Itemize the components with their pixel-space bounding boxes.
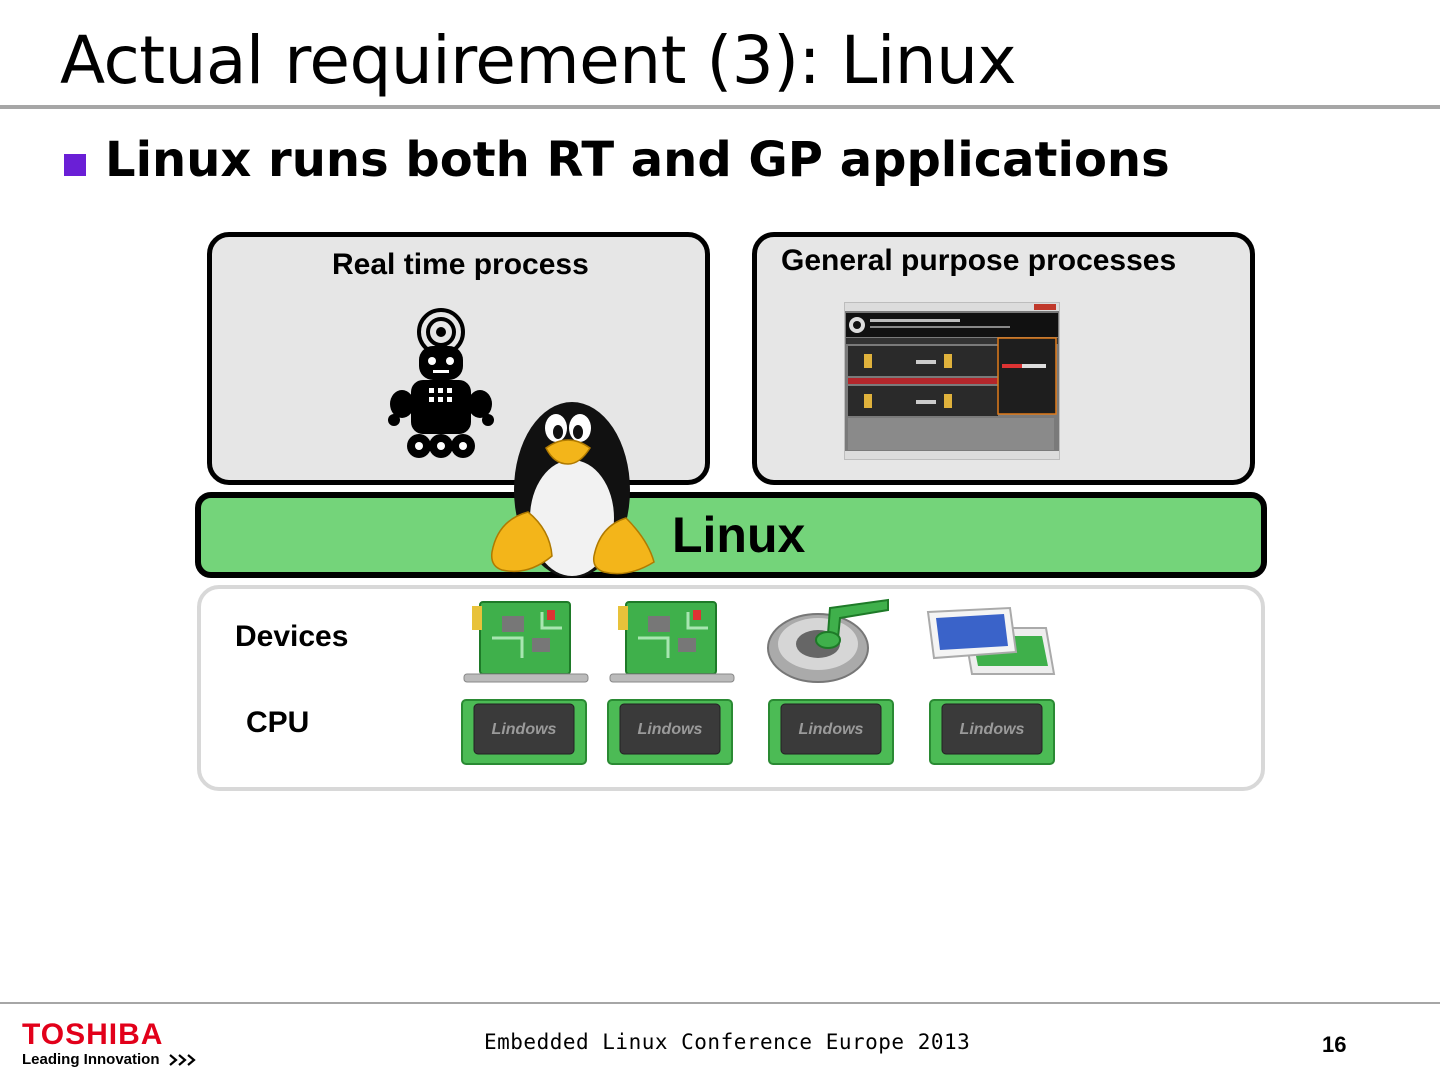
tagline: Leading Innovation: [22, 1051, 202, 1068]
chevrons-icon: [168, 1054, 196, 1066]
cpu-chip-icon: Lindows: [929, 699, 1055, 765]
realtime-panel-title: Real time process: [332, 248, 589, 281]
general-purpose-panel-title: General purpose processes: [781, 244, 1177, 277]
title-divider: [0, 105, 1440, 109]
cpu-chip-icon: Lindows: [607, 699, 733, 765]
devices-label: Devices: [235, 620, 349, 653]
slide-title: Actual requirement (3): Linux: [60, 22, 1017, 99]
footer-divider: [0, 1002, 1440, 1004]
robot-icon: [388, 308, 494, 458]
linux-label: Linux: [672, 507, 806, 563]
application-window-screenshot: [844, 302, 1060, 460]
chip-brand-text: Lindows: [638, 721, 703, 738]
tux-penguin-icon: [490, 402, 655, 578]
page-number: 16: [1322, 1032, 1347, 1057]
linux-kernel-bar: [195, 492, 1267, 578]
network-card-icon: [609, 601, 735, 683]
conference-name: Embedded Linux Conference Europe 2013: [484, 1030, 971, 1054]
chip-brand-text: Lindows: [492, 721, 557, 738]
chip-brand-text: Lindows: [799, 721, 864, 738]
tagline-text: Leading Innovation: [22, 1051, 160, 1068]
sound-device-icon: [767, 598, 889, 683]
display-device-icon: [926, 606, 1056, 675]
cpu-label: CPU: [246, 706, 310, 739]
cpu-chip-icon: Lindows: [461, 699, 587, 765]
network-card-icon: [463, 601, 589, 683]
cpu-chip-icon: Lindows: [768, 699, 894, 765]
chip-brand-text: Lindows: [960, 721, 1025, 738]
toshiba-logo: TOSHIBA: [22, 1018, 164, 1051]
bullet-square-icon: [64, 154, 86, 176]
bullet-text: Linux runs both RT and GP applications: [105, 132, 1170, 188]
